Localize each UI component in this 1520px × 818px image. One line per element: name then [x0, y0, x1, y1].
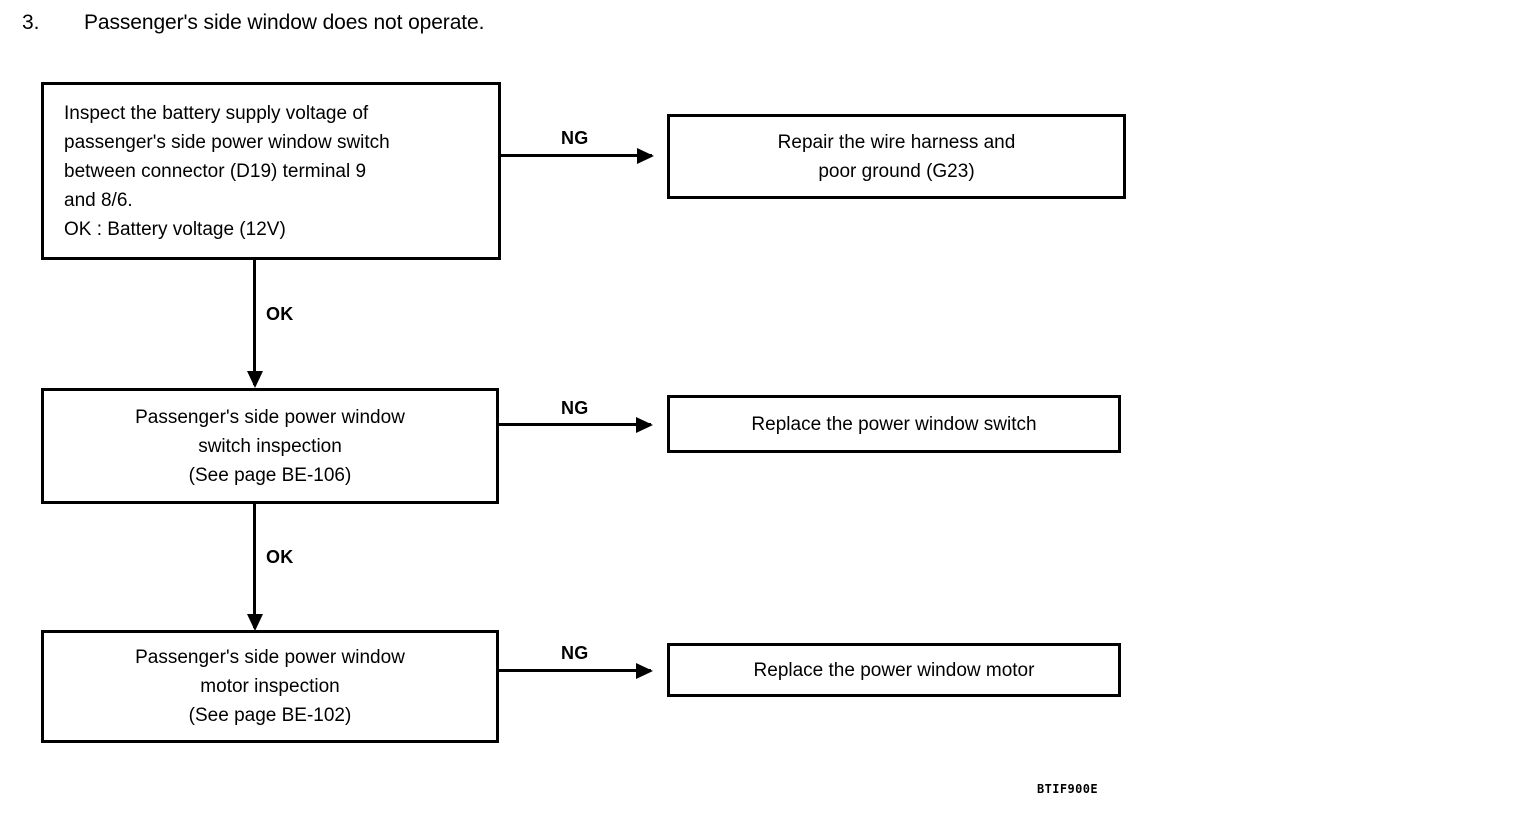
box-repair-wire-harness: Repair the wire harness and poor ground … — [667, 114, 1126, 199]
edge-label-ng-2: NG — [561, 398, 589, 418]
box-text-line: Inspect the battery supply voltage of — [64, 102, 369, 124]
box-motor-inspection: Passenger's side power window motor insp… — [41, 630, 499, 743]
box-text-line: and 8/6. — [64, 189, 133, 211]
box-text-line: switch inspection — [198, 435, 342, 457]
heading-number: 3. — [22, 11, 40, 34]
edge-label-ng-3: NG — [561, 643, 589, 663]
heading-text: Passenger's side window does not operate… — [84, 11, 485, 34]
arrow-ok-1-icon — [253, 260, 256, 385]
box-text-line: OK : Battery voltage (12V) — [64, 218, 286, 240]
box-text-line: between connector (D19) terminal 9 — [64, 160, 367, 182]
box-text-line: Repair the wire harness and — [777, 131, 1016, 153]
box-text-line: Replace the power window motor — [753, 659, 1035, 681]
figure-id-code: BTIF900E — [1037, 782, 1098, 796]
box-text-line: (See page BE-102) — [188, 705, 352, 726]
arrow-ok-2-icon — [253, 504, 256, 628]
arrow-ng-2-icon — [499, 423, 651, 426]
box-text-line: (See page BE-106) — [188, 464, 352, 486]
page-heading: 3. Passenger's side window does not oper… — [22, 6, 1022, 40]
edge-label-ok-1: OK — [266, 304, 294, 324]
box-inspect-battery-voltage: Inspect the battery supply voltage of pa… — [41, 82, 501, 260]
box-replace-power-window-switch: Replace the power window switch — [667, 395, 1121, 453]
edge-label-ok-2: OK — [266, 547, 294, 567]
box-text-line: Replace the power window switch — [751, 413, 1037, 435]
box-replace-power-window-motor: Replace the power window motor — [667, 643, 1121, 697]
box-text-line: Passenger's side power window — [135, 406, 405, 428]
arrow-ng-3-icon — [499, 669, 651, 672]
box-text-line: Passenger's side power window — [135, 647, 405, 668]
box-text-line: poor ground (G23) — [818, 160, 975, 182]
box-text-line: passenger's side power window switch — [64, 131, 390, 153]
edge-label-ng-1: NG — [561, 128, 589, 148]
box-text-line: motor inspection — [200, 676, 340, 697]
box-switch-inspection: Passenger's side power window switch ins… — [41, 388, 499, 504]
arrow-ng-1-icon — [500, 154, 652, 157]
